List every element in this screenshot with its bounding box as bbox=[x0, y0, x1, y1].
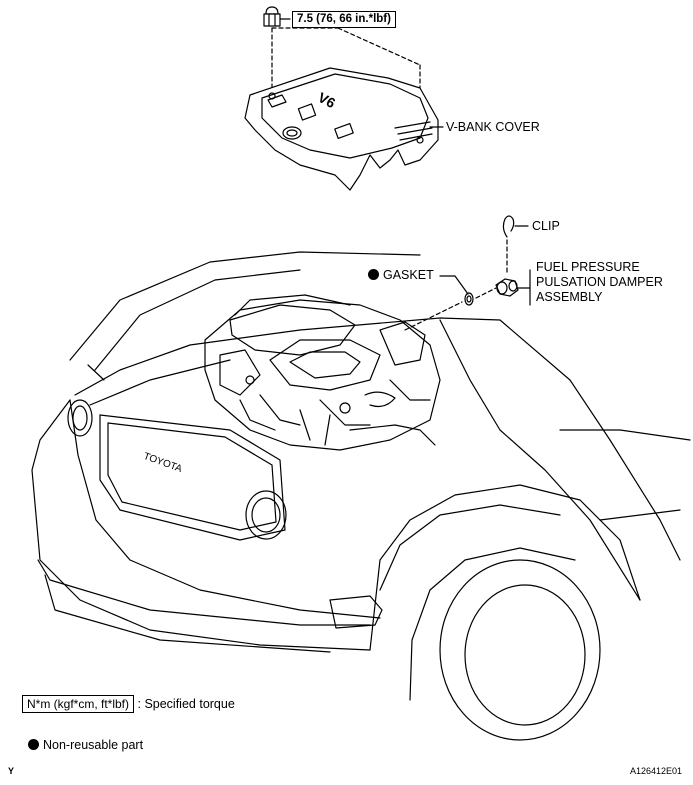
fuel-pressure-pulsation-damper-drawing bbox=[495, 269, 531, 306]
non-reusable-legend-dot-icon bbox=[28, 739, 39, 750]
v-bank-cover-label: V-BANK COVER bbox=[446, 120, 540, 134]
damper-label: FUEL PRESSURE PULSATION DAMPER ASSEMBLY bbox=[536, 260, 663, 305]
vehicle-body-drawing: TOYOTA bbox=[31, 251, 691, 741]
torque-units-box: N*m (kgf*cm, ft*lbf) bbox=[22, 695, 135, 713]
engine-drawing bbox=[204, 294, 441, 451]
gasket-label: GASKET bbox=[368, 268, 434, 283]
gasket-drawing bbox=[439, 275, 474, 306]
damper-label-line2: PULSATION DAMPER bbox=[536, 275, 663, 289]
non-reusable-legend: Non-reusable part bbox=[28, 738, 143, 753]
non-reusable-legend-text: Non-reusable part bbox=[43, 738, 144, 752]
grille-badge: TOYOTA bbox=[142, 451, 184, 475]
damper-label-line3: ASSEMBLY bbox=[536, 290, 603, 304]
damper-guide-line bbox=[475, 287, 497, 299]
gasket-guide-line bbox=[404, 301, 463, 331]
v-bank-cover-drawing bbox=[244, 67, 439, 191]
footer-figure-code: A126412E01 bbox=[630, 766, 683, 776]
nut-icon bbox=[263, 6, 281, 27]
gasket-label-text: GASKET bbox=[383, 268, 434, 282]
non-reusable-dot-icon bbox=[368, 269, 379, 280]
torque-spec-label: 7.5 (76, 66 in.*lbf) bbox=[292, 11, 396, 28]
clip-label: CLIP bbox=[532, 219, 560, 233]
torque-legend-desc: : Specified torque bbox=[137, 697, 235, 711]
footer-left-code: Y bbox=[8, 766, 15, 776]
damper-label-line1: FUEL PRESSURE bbox=[536, 260, 640, 274]
torque-legend: N*m (kgf*cm, ft*lbf) : Specified torque bbox=[22, 695, 235, 713]
clip-drawing bbox=[502, 215, 529, 276]
